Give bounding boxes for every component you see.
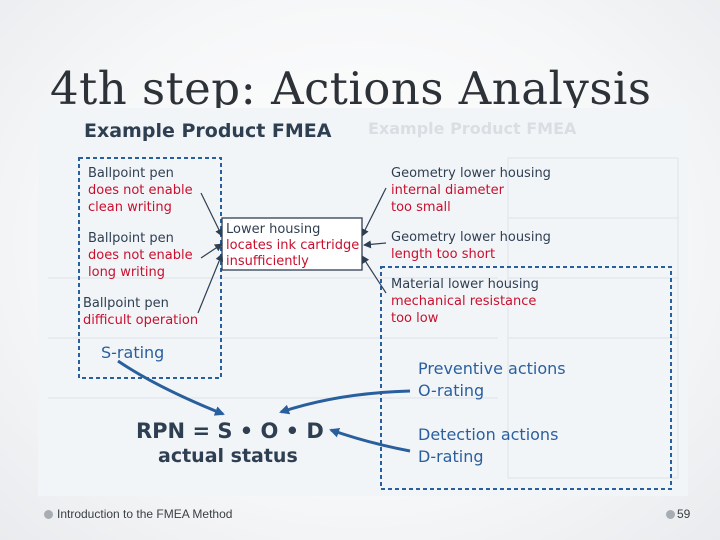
detection-actions: Detection actions D-rating xyxy=(418,425,558,466)
svg-text:Geometry lower housing: Geometry lower housing xyxy=(391,166,551,181)
svg-text:Geometry lower housing: Geometry lower housing xyxy=(391,230,551,245)
svg-text:insufficiently: insufficiently xyxy=(226,254,309,269)
svg-text:RPN = S • O • D: RPN = S • O • D xyxy=(136,419,324,443)
footer-bullet-icon xyxy=(44,510,53,519)
d-rating-arrow xyxy=(329,427,411,453)
effect-connectors xyxy=(197,192,224,314)
svg-text:too small: too small xyxy=(391,200,451,215)
svg-text:does not enable: does not enable xyxy=(88,183,193,198)
svg-text:mechanical resistance: mechanical resistance xyxy=(391,294,536,309)
cause-item: Material lower housing mechanical resist… xyxy=(391,277,539,326)
s-rating-label: S-rating xyxy=(101,343,164,362)
svg-text:too low: too low xyxy=(391,311,439,326)
svg-text:Lower housing: Lower housing xyxy=(226,222,320,237)
svg-text:actual status: actual status xyxy=(158,445,298,467)
figure-heading: Example Product FMEA xyxy=(84,120,332,142)
faded-table-background xyxy=(48,157,679,479)
footer-title: Introduction to the FMEA Method xyxy=(57,507,233,521)
page-number: 59 xyxy=(677,507,691,521)
s-rating-arrow xyxy=(117,359,225,416)
svg-text:D-rating: D-rating xyxy=(418,447,484,466)
cause-item: Geometry lower housing length too short xyxy=(391,230,551,262)
effect-item: Ballpoint pen difficult operation xyxy=(83,296,198,328)
actions-dashed-box xyxy=(380,266,672,490)
effect-item: Ballpoint pen does not enable long writi… xyxy=(88,231,193,280)
svg-text:length too short: length too short xyxy=(391,247,495,262)
svg-text:Material lower housing: Material lower housing xyxy=(391,277,539,292)
rpn-formula: RPN = S • O • D actual status xyxy=(136,419,324,467)
footer-page-bullet-icon xyxy=(666,510,675,519)
figure-heading-ghost: Example Product FMEA xyxy=(368,119,577,138)
svg-text:locates ink cartridge: locates ink cartridge xyxy=(226,238,359,253)
svg-text:Detection actions: Detection actions xyxy=(418,425,558,444)
svg-text:Ballpoint pen: Ballpoint pen xyxy=(83,296,169,311)
svg-text:O-rating: O-rating xyxy=(418,381,484,400)
effects-dashed-box xyxy=(78,157,222,379)
slide-title: 4th step: Actions Analysis xyxy=(50,62,652,115)
svg-text:difficult operation: difficult operation xyxy=(83,313,198,328)
svg-text:Ballpoint pen: Ballpoint pen xyxy=(88,231,174,246)
effect-item: Ballpoint pen does not enable clean writ… xyxy=(88,166,193,215)
cause-connectors xyxy=(361,187,387,294)
fmea-figure: Example Product FMEA Example Product FME… xyxy=(38,108,688,496)
failure-mode-box xyxy=(221,217,363,271)
svg-text:internal diameter: internal diameter xyxy=(391,183,505,198)
failure-mode: Lower housing locates ink cartridge insu… xyxy=(226,222,359,269)
rating-arrows xyxy=(117,359,411,453)
svg-text:Ballpoint pen: Ballpoint pen xyxy=(88,166,174,181)
svg-text:clean writing: clean writing xyxy=(88,200,172,215)
preventive-actions: Preventive actions O-rating xyxy=(418,359,566,400)
cause-item: Geometry lower housing internal diameter… xyxy=(391,166,551,215)
svg-text:Preventive actions: Preventive actions xyxy=(418,359,566,378)
svg-text:long writing: long writing xyxy=(88,265,165,280)
o-rating-arrow xyxy=(279,389,411,415)
svg-text:does not enable: does not enable xyxy=(88,248,193,263)
